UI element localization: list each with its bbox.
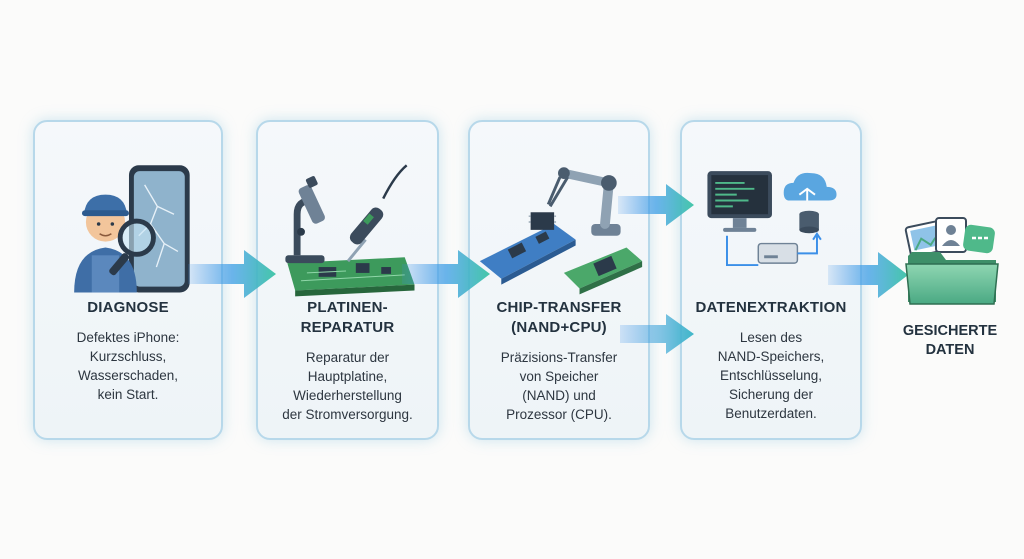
step-card-chip-transfer: CHIP-TRANSFER (NAND+CPU) Präzisions-Tran… [468,120,650,440]
step-card-datenextraktion: DATENEXTRAKTION Lesen des NAND-Speichers… [680,120,862,440]
arrow-right-icon [828,252,908,298]
folder-photos-messages-icon [904,217,999,305]
step-description: Präzisions-Transfer von Speicher (NAND) … [500,350,618,422]
step-description: Lesen des NAND-Speichers, Entschlüsselun… [717,330,825,421]
arrow-right-icon [620,314,694,354]
step-title: CHIP-TRANSFER (NAND+CPU) [496,299,622,336]
arrow-right-icon [188,250,276,298]
robot-arm-chip-transfer-icon [479,167,643,295]
step-description: Defektes iPhone: Kurzschluss, Wasserscha… [76,330,180,402]
step-title: DIAGNOSE [87,299,169,316]
computer-cloud-database-icon [707,171,837,267]
step-description: Reparatur der Hauptplatine, Wiederherste… [282,350,413,422]
technician-magnifier-cracked-phone-icon [74,165,190,293]
microscope-soldering-iron-board-icon [285,164,415,297]
arrow-right-icon [618,184,694,226]
step-title: DATENEXTRAKTION [695,299,847,316]
arrow-right-icon [402,250,490,298]
step-title: PLATINEN- REPARATUR [300,299,395,336]
final-label: GESICHERTE DATEN [902,323,998,358]
